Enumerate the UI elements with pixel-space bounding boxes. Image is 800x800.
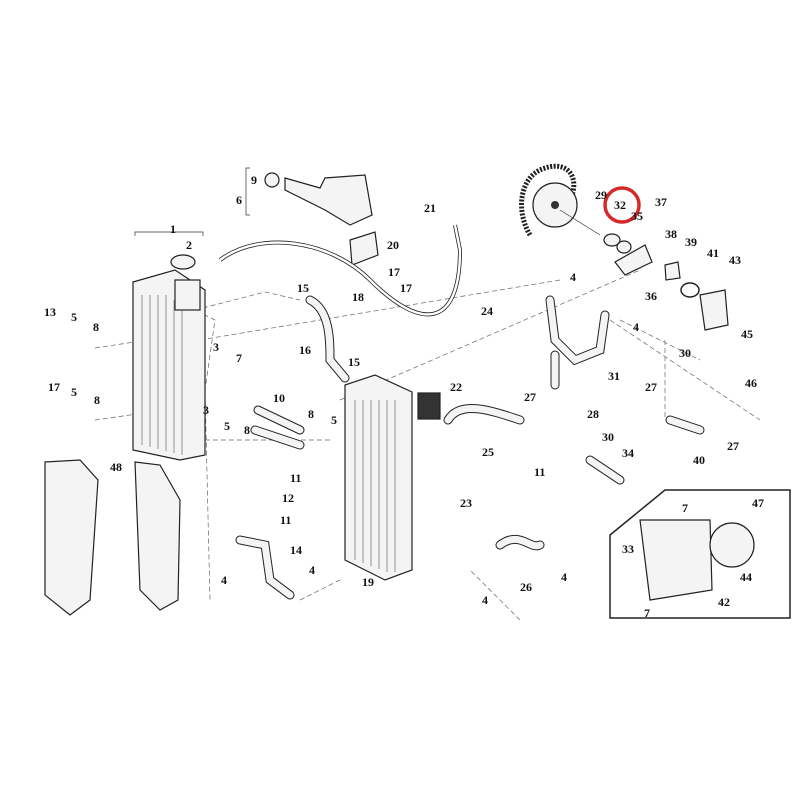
callout[interactable]: 27 xyxy=(524,390,536,404)
shrouds xyxy=(44,459,181,616)
callout[interactable]: 29 xyxy=(595,188,607,202)
callout[interactable]: 39 xyxy=(685,235,697,249)
callout[interactable]: 25 xyxy=(482,445,494,459)
water-pump xyxy=(519,163,755,601)
expansion-tank xyxy=(264,172,379,266)
callout[interactable]: 11 xyxy=(280,513,291,527)
callout[interactable]: 19 xyxy=(362,575,374,589)
callout[interactable]: 44 xyxy=(740,570,752,584)
callout[interactable]: 8 xyxy=(308,407,314,421)
callout[interactable]: 4 xyxy=(570,270,576,284)
callout[interactable]: 37 xyxy=(655,195,667,209)
inset-frame xyxy=(609,489,791,619)
callout[interactable]: 13 xyxy=(44,305,56,319)
callout[interactable]: 4 xyxy=(561,570,567,584)
callout[interactable]: 8 xyxy=(244,423,250,437)
callout[interactable]: 4 xyxy=(482,593,488,607)
callout[interactable]: 30 xyxy=(602,430,614,444)
callout[interactable]: 47 xyxy=(752,496,764,510)
callout[interactable]: 23 xyxy=(460,496,472,510)
callout[interactable]: 27 xyxy=(727,439,739,453)
callout[interactable]: 21 xyxy=(424,201,436,215)
callout[interactable]: 18 xyxy=(352,290,364,304)
callout[interactable]: 5 xyxy=(224,419,230,433)
callout[interactable]: 36 xyxy=(645,289,657,303)
right-radiator xyxy=(344,374,441,581)
callout[interactable]: 24 xyxy=(481,304,493,318)
callout[interactable]: 5 xyxy=(71,385,77,399)
callout[interactable]: 10 xyxy=(273,391,285,405)
left-radiator xyxy=(132,254,206,461)
callout[interactable]: 20 xyxy=(387,238,399,252)
assembly-lines xyxy=(94,269,761,621)
callout[interactable]: 7 xyxy=(236,351,242,365)
callout[interactable]: 16 xyxy=(299,343,311,357)
callout[interactable]: 4 xyxy=(309,563,315,577)
callout[interactable]: 45 xyxy=(741,327,753,341)
callout[interactable]: 43 xyxy=(729,253,741,267)
callout[interactable]: 15 xyxy=(297,281,309,295)
callout[interactable]: 22 xyxy=(450,380,462,394)
callout[interactable]: 27 xyxy=(645,380,657,394)
callout[interactable]: 33 xyxy=(622,542,634,556)
callout[interactable]: 17 xyxy=(388,265,400,279)
callout[interactable]: 46 xyxy=(745,376,757,390)
callout[interactable]: 34 xyxy=(622,446,634,460)
callout[interactable]: 28 xyxy=(587,407,599,421)
callout[interactable]: 38 xyxy=(665,227,677,241)
callout-highlighted[interactable]: 32 xyxy=(614,198,626,212)
callout[interactable]: 9 xyxy=(251,173,257,187)
gasket xyxy=(639,519,713,601)
callout[interactable]: 30 xyxy=(679,346,691,360)
callout[interactable]: 42 xyxy=(718,595,730,609)
callout[interactable]: 11 xyxy=(534,465,545,479)
callout[interactable]: 48 xyxy=(110,460,122,474)
radiator-cap xyxy=(170,254,196,270)
callout[interactable]: 7 xyxy=(682,501,688,515)
callout[interactable]: 4 xyxy=(221,573,227,587)
hoses xyxy=(218,224,705,600)
callout[interactable]: 40 xyxy=(693,453,705,467)
callouts: 1 2 3 3 4 4 4 4 4 4 5 5 5 5 6 7 7 7 8 8 … xyxy=(44,173,764,620)
callout[interactable]: 17 xyxy=(48,380,60,394)
callout[interactable]: 12 xyxy=(282,491,294,505)
callout[interactable]: 4 xyxy=(633,320,639,334)
callout[interactable]: 15 xyxy=(348,355,360,369)
callout[interactable]: 7 xyxy=(644,606,650,620)
callout[interactable]: 8 xyxy=(94,393,100,407)
callout[interactable]: 11 xyxy=(290,471,301,485)
callout[interactable]: 8 xyxy=(93,320,99,334)
callout[interactable]: 5 xyxy=(71,310,77,324)
callout[interactable]: 17 xyxy=(400,281,412,295)
callout[interactable]: 6 xyxy=(236,193,242,207)
callout[interactable]: 3 xyxy=(213,340,219,354)
callout[interactable]: 41 xyxy=(707,246,719,260)
callout[interactable]: 31 xyxy=(608,369,620,383)
callout[interactable]: 26 xyxy=(520,580,532,594)
callout[interactable]: 35 xyxy=(631,209,643,223)
callout[interactable]: 5 xyxy=(331,413,337,427)
callout[interactable]: 14 xyxy=(290,543,302,557)
callout[interactable]: 2 xyxy=(186,238,192,252)
callout[interactable]: 3 xyxy=(203,403,209,417)
pump-cover xyxy=(709,522,755,568)
highlight-circle xyxy=(603,186,641,224)
callout[interactable]: 1 xyxy=(170,222,176,236)
